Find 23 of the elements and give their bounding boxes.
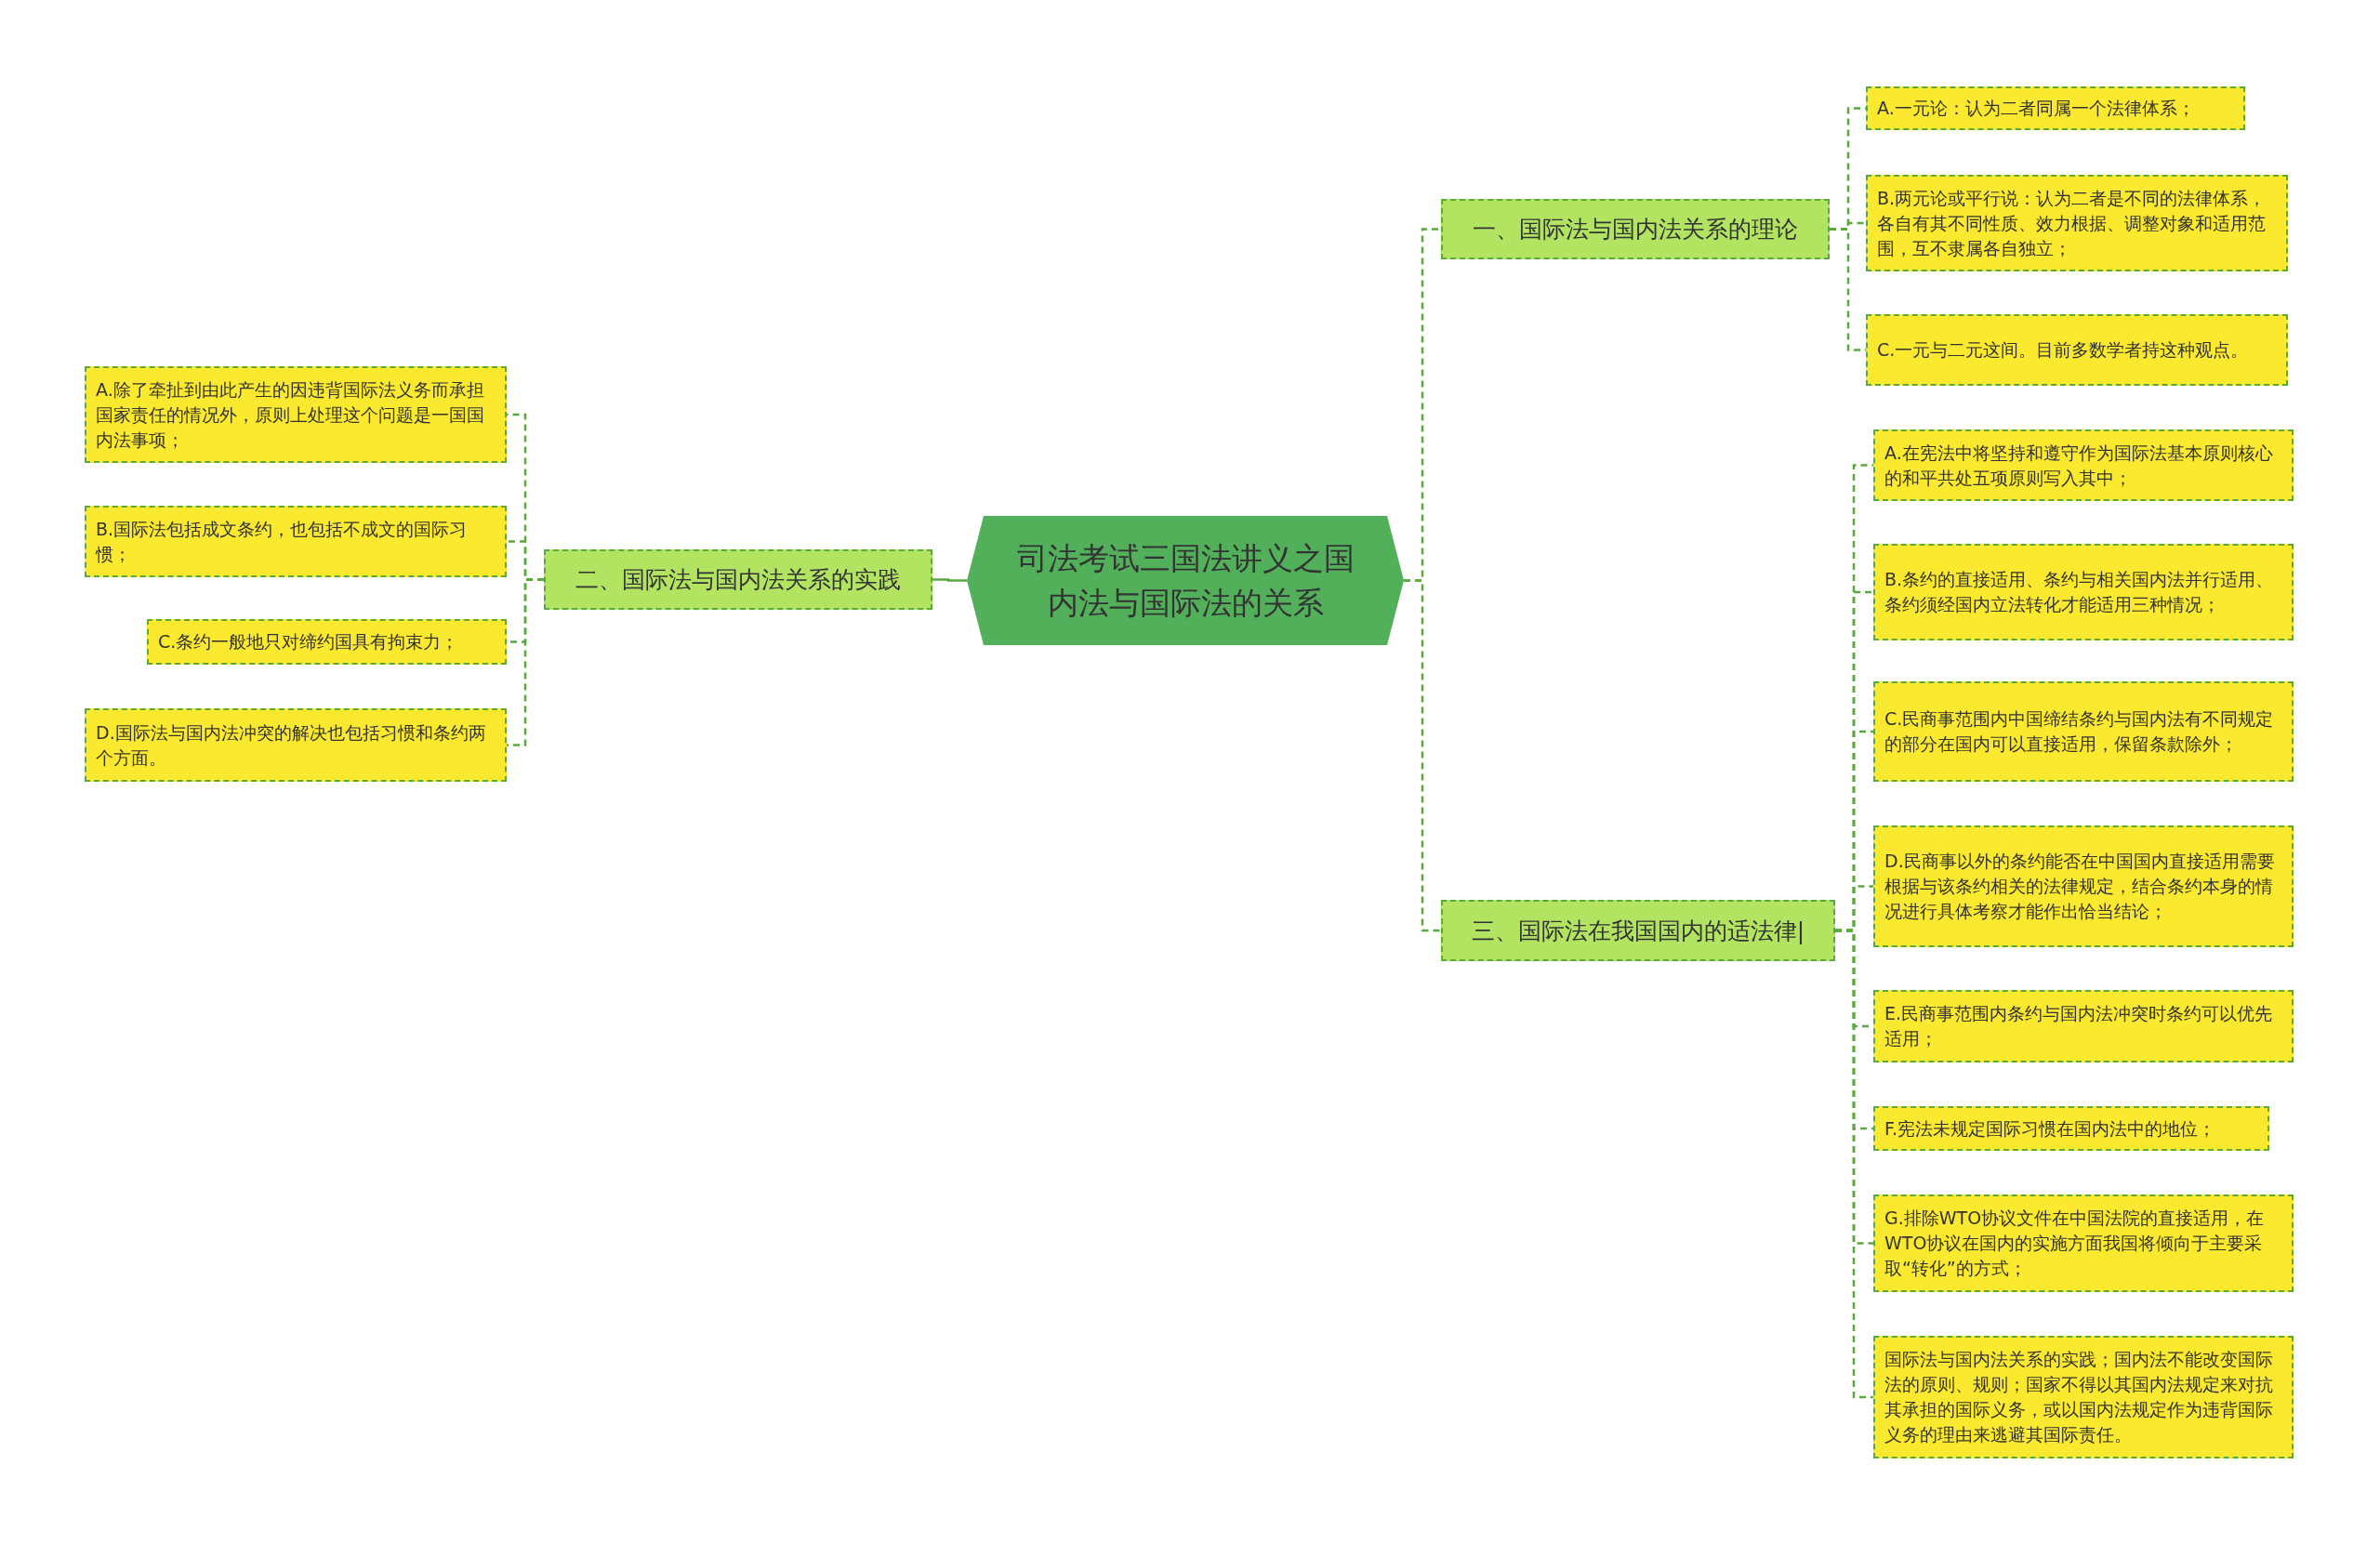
subtopic-box: 一、国际法与国内法关系的理论 (1441, 199, 1830, 259)
leaf-topic-box: B.两元论或平行说：认为二者是不同的法律体系，各自有其不同性质、效力根据、调整对象和适用范围，互不隶属各自独立； (1866, 175, 2288, 271)
subtopic-box: 二、国际法与国内法关系的实践 (544, 549, 932, 610)
leaf-topic-box: C.一元与二元这间。目前多数学者持这种观点。 (1866, 314, 2288, 386)
leaf-topic-box: E.民商事范围内条约与国内法冲突时条约可以优先适用； (1873, 990, 2294, 1062)
central-topic-hexagon: 司法考试三国法讲义之国内法与国际法的关系 (967, 516, 1404, 645)
leaf-topic-box: 国际法与国内法关系的实践；国内法不能改变国际法的原则、规则；国家不得以其国内法规定来对抗其承担的国际义务，或以国内法规定作为违背国际义务的理由来逃避其国际责任。 (1873, 1336, 2294, 1458)
leaf-topic-box: B.条约的直接适用、条约与相关国内法并行适用、条约须经国内立法转化才能适用三种情况； (1873, 544, 2294, 640)
leaf-topic-box: D.国际法与国内法冲突的解决也包括习惯和条约两个方面。 (85, 708, 507, 782)
leaf-topic-box: A.除了牵扯到由此产生的因违背国际法义务而承担国家责任的情况外，原则上处理这个问题是一国国内法事项； (85, 366, 507, 463)
leaf-topic-box: A.一元论：认为二者同属一个法律体系； (1866, 86, 2245, 130)
leaf-topic-box: A.在宪法中将坚持和遵守作为国际法基本原则核心的和平共处五项原则写入其中； (1873, 429, 2294, 501)
leaf-topic-box: B.国际法包括成文条约，也包括不成文的国际习惯； (85, 506, 507, 577)
connector-line (507, 578, 544, 746)
connector-line (932, 578, 967, 582)
connector-line (1835, 929, 1873, 1399)
leaf-topic-box: C.民商事范围内中国缔结条约与国内法有不同规定的部分在国内可以直接适用，保留条款除外； (1873, 681, 2294, 782)
leaf-topic-box: F.宪法未规定国际习惯在国内法中的地位； (1873, 1106, 2269, 1151)
leaf-topic-box: G.排除WTO协议文件在中国法院的直接适用，在WTO协议在国内的实施方面我国将倾向于主要采取“转化”的方式； (1873, 1194, 2294, 1292)
subtopic-box: 三、国际法在我国国内的适法律| (1441, 900, 1835, 961)
leaf-topic-box: C.条约一般地只对缔约国具有拘束力； (147, 619, 507, 665)
leaf-topic-box: D.民商事以外的条约能否在中国国内直接适用需要根据与该条约相关的法律规定，结合条约本身的情况进行具体考察才能作出恰当结论； (1873, 825, 2294, 947)
connector-line (1404, 579, 1441, 932)
